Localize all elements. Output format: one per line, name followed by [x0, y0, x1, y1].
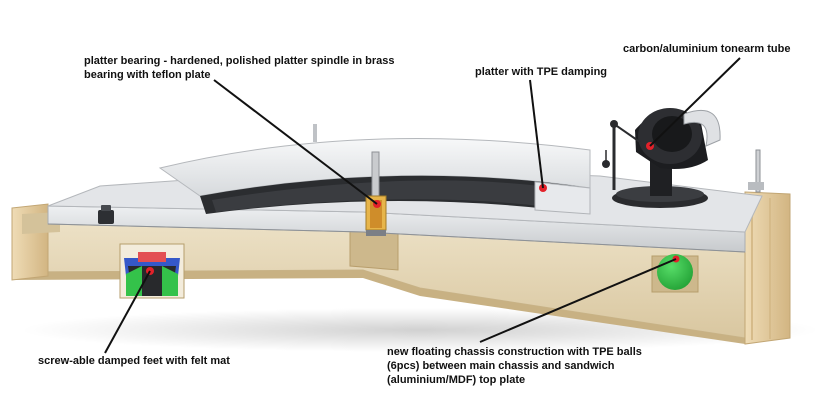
- callout-platter-bearing-line-1: platter bearing - hardened, polished pla…: [84, 55, 395, 67]
- tonearm-pillar: [650, 160, 672, 196]
- arm-rest-post: [755, 149, 761, 193]
- tonearm-tube: [683, 109, 721, 147]
- wood-chassis-front-face: [12, 270, 745, 344]
- leader-chassis: [479, 258, 677, 343]
- leader-tonearm: [649, 57, 741, 147]
- callout-damped-feet-line-1: screw-able damped feet with felt mat: [38, 355, 230, 367]
- leader-feet: [104, 270, 151, 354]
- platter-edge: [534, 181, 591, 215]
- callout-platter-bearing: platter bearing - hardened, polished pla…: [84, 54, 395, 82]
- mini-spindle: [313, 124, 317, 142]
- callout-platter-damping-line-1: platter with TPE damping: [475, 66, 608, 78]
- wood-right-end: [744, 191, 791, 345]
- callout-floating-chassis-line-3: (aluminium/MDF) top plate: [387, 374, 526, 386]
- callout-tonearm-tube-line-1: carbon/aluminium tonearm tube: [623, 43, 791, 55]
- callout-platter-bearing-line-2: bearing with teflon plate: [84, 69, 211, 81]
- callout-platter-damping: platter with TPE damping: [475, 65, 607, 79]
- callout-damped-feet: screw-able damped feet with felt mat: [38, 354, 230, 368]
- speed-knob: [98, 210, 114, 224]
- callout-floating-chassis-line-2: (6pcs) between main chassis and sandwich: [387, 360, 615, 372]
- leader-platter: [529, 79, 544, 189]
- leader-bearing: [213, 79, 378, 205]
- callout-floating-chassis: new floating chassis construction with T…: [387, 345, 642, 387]
- callout-floating-chassis-line-1: new floating chassis construction with T…: [387, 346, 642, 358]
- platter-spindle: [371, 151, 380, 203]
- callout-tonearm-tube: carbon/aluminium tonearm tube: [623, 42, 790, 56]
